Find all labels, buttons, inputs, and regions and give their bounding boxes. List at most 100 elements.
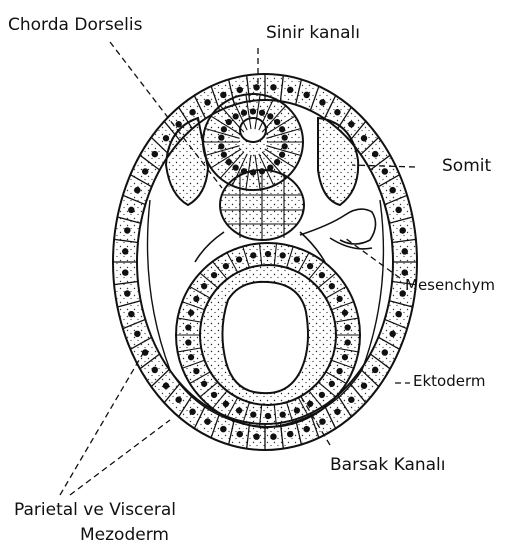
cell-nucleus	[390, 331, 395, 336]
cell-nucleus	[335, 409, 340, 414]
cell-nucleus	[280, 412, 285, 417]
cell-nucleus	[320, 100, 325, 105]
cell-nucleus	[163, 383, 168, 388]
cell-nucleus	[237, 408, 242, 413]
cell-nucleus	[319, 273, 324, 278]
cell-nucleus	[194, 369, 199, 374]
cell-nucleus	[223, 264, 228, 269]
cell-nucleus	[320, 419, 325, 424]
cell-nucleus	[223, 401, 228, 406]
cell-nucleus	[329, 381, 334, 386]
cell-nucleus	[135, 188, 140, 193]
cell-nucleus	[202, 381, 207, 386]
cell-nucleus	[186, 340, 191, 345]
label-mesenchym: Mesenchym	[405, 276, 495, 294]
cell-nucleus	[345, 340, 350, 345]
cell-nucleus	[275, 159, 280, 164]
cell-nucleus	[194, 296, 199, 301]
label-chorda-dorselis: Chorda Dorselis	[8, 15, 143, 35]
cell-nucleus	[294, 257, 299, 262]
cell-nucleus	[237, 87, 242, 92]
cell-nucleus	[123, 249, 128, 254]
cell-nucleus	[294, 408, 299, 413]
cell-nucleus	[396, 311, 401, 316]
cell-nucleus	[288, 432, 293, 437]
label-somit: Somit	[442, 156, 491, 176]
cell-nucleus	[382, 350, 387, 355]
cell-nucleus	[280, 253, 285, 258]
cell-nucleus	[186, 325, 191, 330]
cell-nucleus	[271, 434, 276, 439]
cell-nucleus	[176, 122, 181, 127]
cell-nucleus	[342, 310, 347, 315]
cell-nucleus	[361, 383, 366, 388]
notochord	[220, 170, 304, 240]
cell-nucleus	[152, 151, 157, 156]
cell-nucleus	[221, 92, 226, 97]
cell-nucleus	[129, 311, 134, 316]
cell-nucleus	[268, 114, 273, 119]
label-mezoderm-line2: Mezoderm	[80, 525, 169, 545]
cell-nucleus	[282, 135, 287, 140]
cell-nucleus	[143, 169, 148, 174]
cell-nucleus	[304, 92, 309, 97]
cell-nucleus	[308, 401, 313, 406]
cell-nucleus	[400, 228, 405, 233]
label-ektoderm: Ektoderm	[413, 372, 486, 390]
cell-nucleus	[212, 273, 217, 278]
cell-nucleus	[254, 434, 259, 439]
cell-nucleus	[237, 257, 242, 262]
cell-nucleus	[349, 122, 354, 127]
cell-nucleus	[271, 85, 276, 90]
cell-nucleus	[190, 110, 195, 115]
label-barsak-kanali: Barsak Kanalı	[330, 455, 446, 475]
cell-nucleus	[176, 397, 181, 402]
cell-nucleus	[259, 110, 264, 115]
cell-nucleus	[237, 432, 242, 437]
cell-nucleus	[219, 135, 224, 140]
cell-nucleus	[129, 207, 134, 212]
cell-nucleus	[319, 392, 324, 397]
cell-nucleus	[265, 413, 270, 418]
cell-nucleus	[125, 291, 130, 296]
cell-nucleus	[402, 270, 407, 275]
cell-nucleus	[241, 110, 246, 115]
cell-nucleus	[265, 251, 270, 256]
cell-nucleus	[202, 284, 207, 289]
cell-nucleus	[337, 369, 342, 374]
cell-nucleus	[280, 152, 285, 157]
cell-nucleus	[188, 310, 193, 315]
cell-nucleus	[135, 331, 140, 336]
cell-nucleus	[251, 412, 256, 417]
gut-lumen-barsak-kanali	[222, 282, 308, 393]
cell-nucleus	[345, 325, 350, 330]
cell-nucleus	[280, 127, 285, 132]
cell-nucleus	[221, 127, 226, 132]
cell-nucleus	[288, 87, 293, 92]
cell-nucleus	[221, 152, 226, 157]
cell-nucleus	[349, 397, 354, 402]
cell-nucleus	[205, 419, 210, 424]
cell-nucleus	[233, 165, 238, 170]
cell-nucleus	[402, 249, 407, 254]
cell-nucleus	[219, 144, 224, 149]
cell-nucleus	[329, 284, 334, 289]
cell-nucleus	[188, 355, 193, 360]
cell-nucleus	[226, 159, 231, 164]
cell-nucleus	[123, 270, 128, 275]
cell-nucleus	[342, 355, 347, 360]
cell-nucleus	[250, 109, 255, 114]
cell-nucleus	[373, 151, 378, 156]
cell-nucleus	[390, 188, 395, 193]
cell-nucleus	[304, 426, 309, 431]
cell-nucleus	[373, 367, 378, 372]
cell-nucleus	[337, 296, 342, 301]
cell-nucleus	[275, 119, 280, 124]
label-sinir-kanali: Sinir kanalı	[266, 23, 360, 43]
cell-nucleus	[190, 409, 195, 414]
cell-nucleus	[212, 392, 217, 397]
label-mezoderm-line1: Parietal ve Visceral	[14, 500, 176, 520]
cell-nucleus	[233, 114, 238, 119]
cell-nucleus	[361, 136, 366, 141]
cell-nucleus	[382, 169, 387, 174]
